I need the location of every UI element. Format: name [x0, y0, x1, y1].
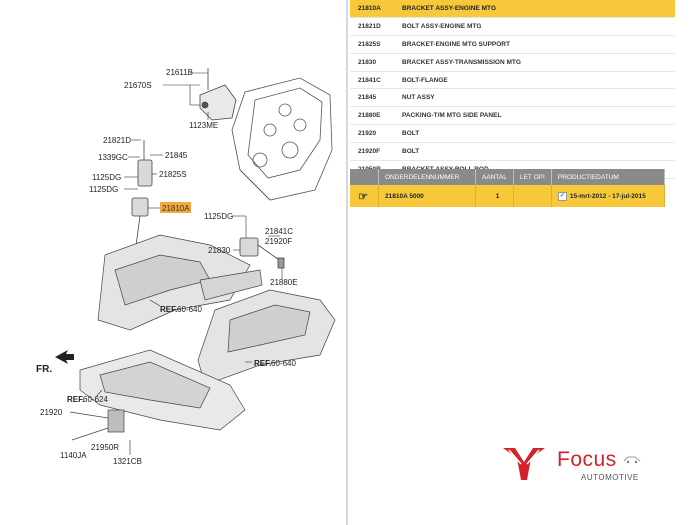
order-date-cell: ✓15-mrt-2012 - 17-jul-2015	[551, 185, 666, 207]
order-note	[513, 185, 552, 207]
part-code: 21880E	[350, 106, 394, 126]
part-name: BRACKET ASSY-ENGINE MTG	[394, 0, 675, 18]
callout-1125DG: 1125DG	[89, 185, 118, 194]
pane-divider[interactable]	[346, 0, 348, 525]
parts-row[interactable]: 21880E PACKING-T/M MTG SIDE PANEL	[350, 106, 675, 126]
order-action-cell[interactable]: ☞	[350, 185, 379, 207]
parts-row[interactable]: 21845 NUT ASSY	[350, 88, 675, 108]
subframe-drawing	[69, 349, 246, 455]
order-part-number: 21810A 5000	[378, 185, 477, 207]
logo-brand: Focus	[557, 448, 617, 471]
part-code: 21841C	[350, 71, 394, 90]
ref-label: REF.	[67, 395, 84, 404]
callout-21920: 21920	[40, 408, 63, 417]
part-name: BOLT	[394, 124, 675, 144]
callout-1339GC: 1339GC	[98, 153, 128, 162]
part-name: BRACKET-ENGINE MTG SUPPORT	[394, 35, 675, 54]
header-production-date[interactable]: PRODUCTIEDATUM	[551, 169, 666, 185]
ref-number: 60-624	[83, 395, 108, 404]
part-name: BOLT ASSY-ENGINE MTG	[394, 17, 675, 36]
callout-21825S: 21825S	[159, 170, 187, 179]
highlight-21810A	[160, 202, 191, 213]
callout-21821D: 21821D	[103, 136, 131, 145]
part-code: 21821D	[350, 17, 394, 36]
car-outline-icon	[623, 456, 641, 464]
header-part-number[interactable]: ONDERDELENNUMMER	[378, 169, 477, 185]
callout-21880E: 21880E	[270, 278, 298, 287]
order-table-header: ONDERDELENNUMMER AANTAL LET OP! PRODUCTI…	[350, 169, 666, 185]
checkbox-icon[interactable]: ✓	[557, 191, 567, 201]
ref-number: 60-640	[177, 305, 202, 314]
exploded-parts-diagram: 21611B 21670S 1123ME 21821D 1339GC 21845…	[36, 68, 336, 466]
right-body-panel-drawing	[197, 289, 336, 386]
header-icon-column	[350, 169, 379, 185]
parts-diagram-pane: 21611B 21670S 1123ME 21821D 1339GC 21845…	[0, 0, 345, 525]
logo-mark-icon	[503, 448, 545, 480]
callout-21920F: 21920F	[265, 237, 292, 246]
left-body-panel-drawing	[97, 234, 263, 331]
callout-21830: 21830	[208, 246, 231, 255]
parts-row[interactable]: 21821D BOLT ASSY-ENGINE MTG	[350, 17, 675, 36]
header-note[interactable]: LET OP!	[513, 169, 552, 185]
part-name: PACKING-T/M MTG SIDE PANEL	[394, 106, 675, 126]
callout-21950R: 21950R	[91, 443, 119, 452]
ref-number: 60-640	[271, 359, 296, 368]
part-name: BRACKET ASSY-TRANSMISSION MTG	[394, 53, 675, 72]
ref-label: REF.	[160, 305, 177, 314]
engine-drawing	[231, 77, 333, 201]
top-bracket-drawing	[199, 68, 237, 121]
part-name: BOLT	[394, 142, 675, 162]
front-label: FR.	[36, 364, 52, 375]
callout-21841C: 21841C	[265, 227, 293, 236]
callout-1125DG: 1125DG	[204, 212, 233, 221]
transmission-mount-drawing	[239, 237, 285, 269]
parts-row[interactable]: 21920 BOLT	[350, 124, 675, 144]
callout-21810A-highlighted[interactable]: 21810A	[162, 204, 190, 213]
part-name: BOLT-FLANGE	[394, 71, 675, 90]
parts-row[interactable]: 21920F BOLT	[350, 142, 675, 162]
order-icon[interactable]: ☞	[358, 190, 368, 203]
part-code: 21920F	[350, 142, 394, 162]
parts-row[interactable]: 21830 BRACKET ASSY-TRANSMISSION MTG	[350, 53, 675, 72]
order-quantity: 1	[475, 185, 514, 207]
parts-row-selected[interactable]: 21810A BRACKET ASSY-ENGINE MTG	[350, 0, 675, 18]
callout-21611B: 21611B	[166, 68, 193, 77]
ref-label: REF.	[254, 359, 271, 368]
callout-1125DG: 1125DG	[92, 173, 121, 182]
callout-1123ME: 1123ME	[189, 121, 218, 130]
logo-tagline: AUTOMOTIVE	[581, 473, 639, 482]
callout-21845: 21845	[165, 151, 188, 160]
part-code: 21830	[350, 53, 394, 72]
parts-list-table: 21810A BRACKET ASSY-ENGINE MTG 21821D BO…	[350, 0, 675, 179]
order-row[interactable]: ☞ 21810A 5000 1 ✓15-mrt-2012 - 17-jul-20…	[350, 185, 666, 207]
part-code: 21810A	[350, 0, 394, 18]
part-code: 21825S	[350, 35, 394, 54]
part-code: 21920	[350, 124, 394, 144]
parts-row[interactable]: 21841C BOLT-FLANGE	[350, 71, 675, 90]
focus-automotive-logo: Focus AUTOMOTIVE	[495, 440, 695, 490]
parts-row[interactable]: 21825S BRACKET-ENGINE MTG SUPPORT	[350, 35, 675, 54]
parts-info-pane: 21810A BRACKET ASSY-ENGINE MTG 21821D BO…	[350, 0, 700, 525]
order-table: ONDERDELENNUMMER AANTAL LET OP! PRODUCTI…	[350, 169, 666, 207]
order-date: 15-mrt-2012 - 17-jul-2015	[569, 192, 646, 200]
callout-1140JA: 1140JA	[60, 451, 87, 460]
callout-21670S: 21670S	[124, 81, 152, 90]
part-name: NUT ASSY	[394, 88, 675, 108]
part-code: 21845	[350, 88, 394, 108]
front-arrow-icon	[55, 350, 74, 364]
callout-1321CB: 1321CB	[113, 457, 142, 466]
header-quantity[interactable]: AANTAL	[475, 169, 514, 185]
